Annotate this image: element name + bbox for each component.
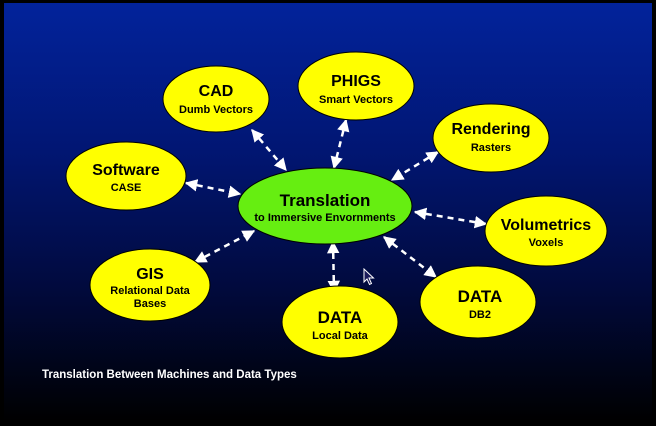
node-translation-ellipse <box>237 167 413 245</box>
node-gis-ellipse <box>89 248 211 322</box>
node-phigs-title: PHIGS <box>331 73 381 90</box>
node-data-db2-subtitle: DB2 <box>469 309 491 321</box>
arrow-cad <box>251 129 287 171</box>
arrow-phigs <box>330 118 350 170</box>
node-phigs-ellipse <box>297 51 415 121</box>
arrow-software <box>184 179 242 198</box>
node-data-local: DATA Local Data <box>281 285 399 359</box>
node-gis-subtitle: Relational Data <box>110 285 190 297</box>
node-rendering-title: Rendering <box>451 121 530 138</box>
node-rendering-subtitle: Rasters <box>471 142 511 154</box>
arrow-data-local <box>326 240 341 294</box>
arrow-data-db2 <box>383 236 437 278</box>
node-cad-title: CAD <box>199 83 234 100</box>
node-rendering-ellipse <box>432 103 550 173</box>
arrow-rendering <box>390 150 440 182</box>
node-data-local-subtitle: Local Data <box>312 330 369 342</box>
node-gis-subtitle-line2: Bases <box>134 298 166 310</box>
mouse-pointer-icon <box>363 268 375 286</box>
node-translation-subtitle: to Immersive Envornments <box>254 212 395 224</box>
node-data-db2-ellipse <box>419 265 537 339</box>
node-rendering: Rendering Rasters <box>432 103 550 173</box>
node-software-title: Software <box>92 162 160 179</box>
node-phigs-subtitle: Smart Vectors <box>319 94 393 106</box>
node-software-ellipse <box>65 141 187 211</box>
arrow-volumetrics <box>413 207 488 229</box>
node-data-db2: DATA DB2 <box>419 265 537 339</box>
node-data-local-title: DATA <box>318 308 363 327</box>
arrow-gis <box>193 229 256 264</box>
node-data-db2-title: DATA <box>458 287 503 306</box>
node-volumetrics-title: Volumetrics <box>501 217 592 234</box>
diagram-caption: Translation Between Machines and Data Ty… <box>42 369 297 381</box>
node-translation: Translation to Immersive Envornments <box>237 167 413 245</box>
node-phigs: PHIGS Smart Vectors <box>297 51 415 121</box>
node-gis: GIS Relational Data Bases <box>89 248 211 322</box>
node-software: Software CASE <box>65 141 187 211</box>
node-translation-title: Translation <box>280 191 371 210</box>
node-gis-title: GIS <box>136 266 164 283</box>
node-cad-subtitle: Dumb Vectors <box>179 104 253 116</box>
node-cad: CAD Dumb Vectors <box>162 65 270 133</box>
node-data-local-ellipse <box>281 285 399 359</box>
node-volumetrics-subtitle: Voxels <box>529 237 564 249</box>
node-software-subtitle: CASE <box>111 182 142 194</box>
node-volumetrics: Volumetrics Voxels <box>484 195 608 267</box>
node-volumetrics-ellipse <box>484 195 608 267</box>
node-cad-ellipse <box>162 65 270 133</box>
